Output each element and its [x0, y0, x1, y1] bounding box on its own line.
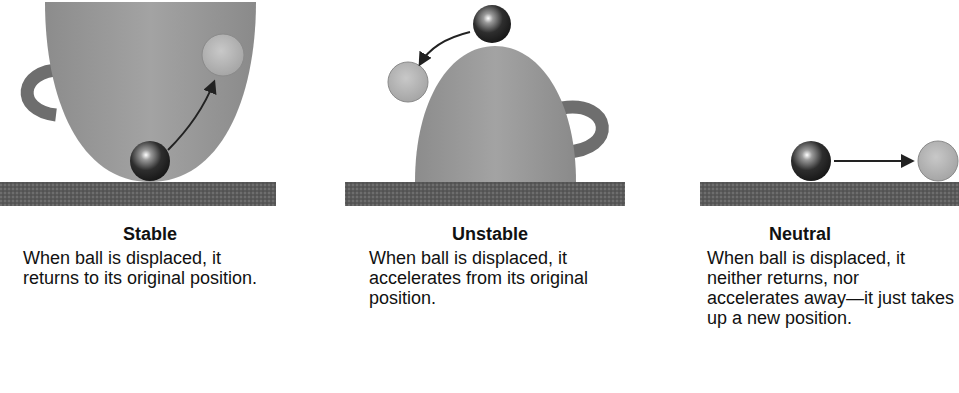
state-description: When ball is displaced, it returns to it… [23, 248, 268, 288]
state-title: Neutral [670, 224, 930, 244]
cup-dome [415, 46, 576, 182]
state-title: Stable [20, 224, 280, 244]
ground [700, 182, 959, 206]
ball [473, 5, 511, 43]
state-description: When ball is displaced, it accelerates f… [369, 248, 614, 308]
motion-arrow [420, 32, 470, 64]
state-title: Unstable [360, 224, 620, 244]
motion-arrow [168, 82, 214, 150]
ground [0, 182, 276, 206]
ground [345, 182, 625, 206]
ball-displaced [388, 62, 428, 102]
ball [791, 141, 831, 181]
ball-displaced [918, 141, 958, 181]
motion-arrow [834, 160, 912, 162]
ball-displaced [202, 34, 244, 76]
state-description: When ball is displaced, it neither retur… [707, 248, 955, 328]
ball [130, 141, 170, 181]
cup-bowl [45, 2, 256, 182]
